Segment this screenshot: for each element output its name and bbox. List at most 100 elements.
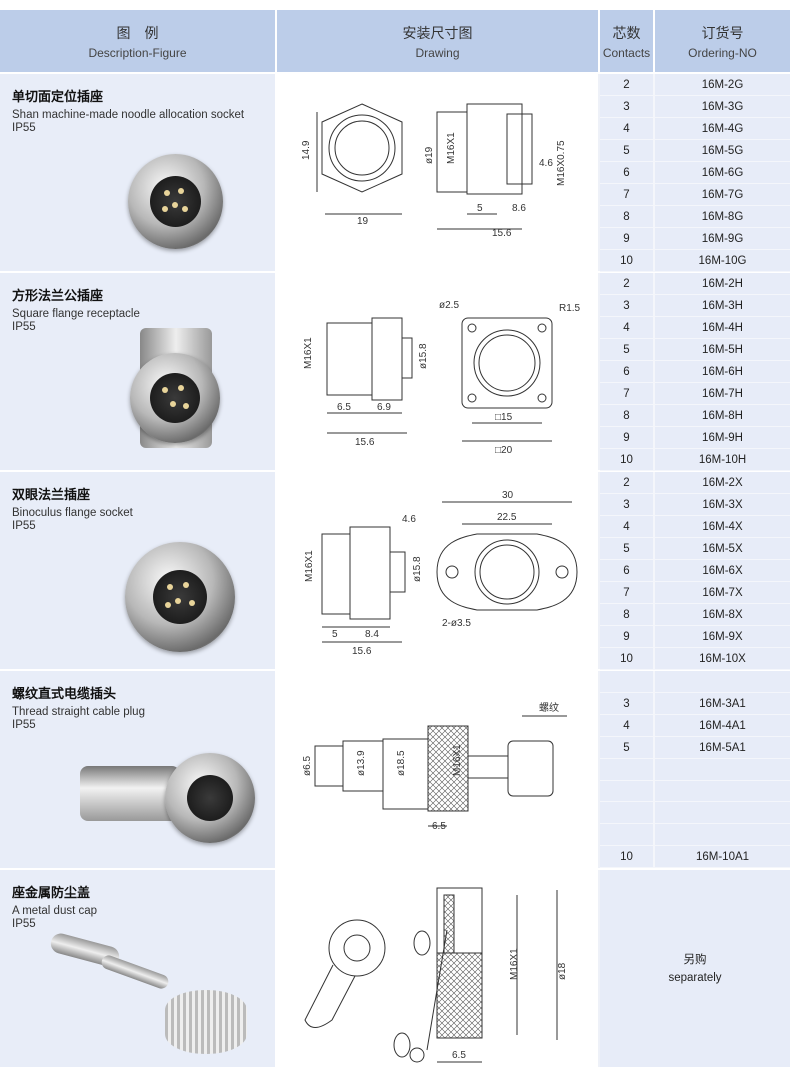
dim-label: ø2.5 (439, 300, 459, 311)
dim-label: 4.6 (402, 514, 416, 525)
table-row: 10 16M-10A1 (600, 845, 790, 868)
table-row: 9 16M-9H (600, 427, 790, 449)
section-square-flange: 方形法兰公插座 Square flange receptacle IP55 M1… (0, 271, 790, 471)
order-number: 16M-10X (699, 653, 746, 665)
contacts-count: 9 (600, 228, 655, 249)
dim-label: R1.5 (559, 303, 581, 314)
contacts-count (600, 780, 655, 802)
header-drawing-zh: 安装尺寸图 (402, 25, 473, 42)
table-row: 2 16M-2G (600, 74, 790, 96)
dimension-drawing: 14.9 19 ø19 M16X1 M16X0.75 4.6 5 8.6 15.… (301, 103, 567, 239)
order-number (655, 824, 790, 845)
rating: IP55 (12, 719, 36, 731)
table-row (600, 802, 790, 825)
order-number (655, 759, 790, 780)
header-contacts-zh: 芯数 (612, 25, 641, 42)
title-zh: 座金属防尘盖 (12, 886, 91, 901)
rating: IP55 (12, 918, 36, 930)
title-zh: 双眼法兰插座 (12, 488, 91, 503)
contacts-count (600, 802, 655, 824)
contacts-count: 3 (600, 494, 655, 515)
dim-label: 15.6 (492, 228, 512, 239)
dim-label: 19 (357, 216, 369, 227)
order-number: 16M-2G (701, 79, 744, 91)
header-figure-en: Description-Figure (88, 45, 187, 60)
order-number: 16M-2X (702, 477, 743, 489)
title-en: Square flange receptacle (12, 308, 140, 320)
order-number: 16M-3A1 (699, 697, 746, 710)
title-zh: 方形法兰公插座 (12, 289, 104, 304)
product-photo-chain (99, 953, 171, 991)
contacts-count (600, 671, 655, 692)
dim-label: 6.9 (377, 402, 391, 413)
order-number (655, 671, 790, 692)
contacts-count: 4 (600, 516, 655, 537)
drawing-cell: ø6.5 ø13.9 ø18.5 M16X1 6.5 螺纹 (277, 671, 600, 868)
contacts-count: 3 (600, 96, 655, 117)
table-row (600, 758, 790, 781)
dim-label: 2-ø3.5 (442, 618, 471, 629)
contacts-count: 8 (600, 405, 655, 426)
order-number: 16M-10G (698, 255, 747, 267)
contacts-count: 8 (600, 604, 655, 625)
dim-label: ø19 (424, 146, 435, 164)
order-number: 16M-9G (701, 233, 744, 245)
contacts-count: 5 (600, 140, 655, 161)
dim-label: 5 (332, 629, 338, 640)
contacts-count: 7 (600, 582, 655, 603)
order-number: 16M-6H (702, 366, 743, 378)
title-zh: 单切面定位插座 (12, 90, 104, 105)
order-number: 16M-7G (701, 189, 744, 201)
product-photo (128, 154, 223, 249)
product-photo (165, 990, 247, 1054)
title-zh: 螺纹直式电缆插头 (12, 687, 117, 702)
order-note: 另购 separately (600, 870, 790, 1067)
table-row (600, 671, 790, 693)
dim-label: 14.9 (301, 140, 312, 160)
order-number: 16M-3X (702, 499, 743, 511)
dim-label: M16X1 (304, 550, 315, 582)
title-en: Binoculus flange socket (12, 507, 133, 519)
order-number: 16M-6X (702, 565, 743, 577)
title-en: Shan machine-made noodle allocation sock… (12, 109, 245, 121)
product-photo-body (130, 353, 220, 443)
dim-label: 30 (502, 490, 514, 501)
dimension-drawing: M16X1 ø15.8 6.5 6.9 15.6 ø2.5 R1.5 □15 □… (303, 300, 581, 456)
table-row: 3 16M-3X (600, 494, 790, 516)
contacts-count: 2 (600, 74, 655, 95)
order-number: 16M-5X (702, 543, 743, 555)
contacts-count: 10 (600, 845, 655, 867)
drawing-cell: 4.6 M16X1 ø15.8 5 8.4 15.6 30 22.5 2-ø3.… (277, 472, 600, 669)
drawing-cell: M16X1 ø18 6.5 (277, 870, 600, 1067)
contacts-count: 7 (600, 383, 655, 404)
contacts-count: 9 (600, 427, 655, 448)
contacts-count: 8 (600, 206, 655, 227)
dim-label: 6.5 (432, 821, 446, 832)
note-zh: 另购 (683, 953, 707, 966)
order-number: 16M-9H (702, 432, 743, 444)
contacts-count: 3 (600, 295, 655, 316)
description-cell: 双眼法兰插座 Binoculus flange socket IP55 (0, 472, 277, 669)
dim-label: M16X1 (452, 744, 463, 776)
dim-label: M16X1 (446, 132, 457, 164)
product-photo (125, 542, 235, 652)
order-number: 16M-10A1 (695, 850, 750, 863)
